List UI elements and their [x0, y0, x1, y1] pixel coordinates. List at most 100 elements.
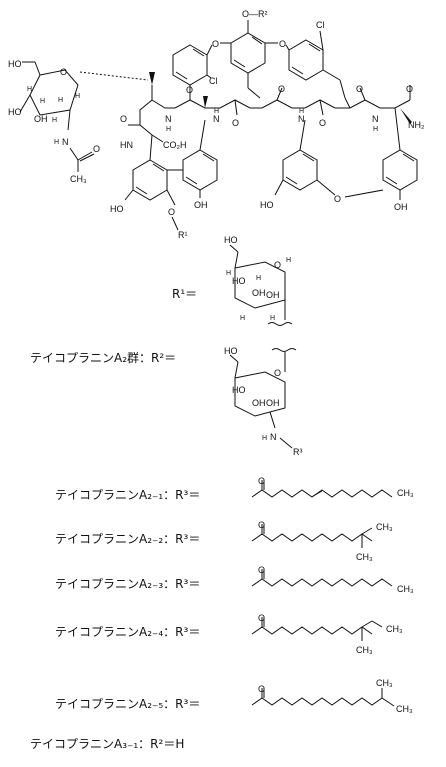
r1-sugar-h3: H	[256, 275, 261, 282]
sugar-h-1: H	[27, 86, 32, 93]
variant-a2-5: テイコプラニンA₂₋₅：R³＝ O CH₃ CH₃	[55, 678, 413, 714]
r2-sugar-o: O	[274, 368, 281, 378]
carbonyl-o-4: O	[406, 84, 413, 94]
cl-top: Cl	[316, 20, 325, 30]
r2-sugar-n: N	[270, 432, 277, 442]
glycosidic-dashed-link	[79, 71, 149, 81]
carbonyl-o-left: O	[120, 114, 127, 124]
r1-sugar-oh2: OH	[266, 290, 280, 300]
amide-h-4: H	[373, 126, 378, 133]
acetyl-ch3: CH₃	[70, 174, 87, 184]
sugar-ho-1: HO	[8, 59, 22, 69]
ether-o-right: O	[279, 39, 286, 49]
variant-a2-1-ch3: CH₃	[397, 488, 414, 498]
amide-n-2: N	[213, 114, 220, 124]
sugar-h-3: H	[58, 97, 63, 104]
wavy-attachment-r2	[271, 348, 297, 352]
acetyl-o: O	[93, 144, 100, 154]
r2-sugar-r3: R³	[293, 447, 303, 457]
aromatic-ring-biphenyl	[182, 149, 218, 191]
aromatic-ring-top	[230, 32, 266, 74]
r2-ether-label: O—R²	[242, 9, 268, 19]
variant-a2-3-ch3: CH₃	[397, 584, 414, 594]
amide-n-1: N	[165, 114, 172, 124]
variant-a2-4: テイコプラニンA₂₋₄：R³＝ O CH₃ CH₃	[55, 613, 403, 655]
r2-sugar-oh: OH	[252, 398, 266, 408]
r1-sugar-h2: H	[240, 315, 245, 322]
variant-a2-2: テイコプラニンA₂₋₂：R³＝ O CH₃ CH₃	[55, 520, 393, 562]
ho-ring-1: HO	[110, 204, 124, 214]
chlorophenyl-ring-left	[172, 44, 208, 86]
variant-a2-4-ch3: CH₃	[386, 624, 403, 634]
r1-sugar-ho2: HO	[232, 276, 246, 286]
variant-a2-2-chain	[251, 533, 373, 542]
hn-chain: HN	[120, 140, 133, 150]
acetyl-h: H	[54, 139, 59, 146]
carbonyl-o-3: O	[356, 84, 363, 94]
sugar-h-5: H	[75, 93, 80, 100]
sugar-oh: OH	[34, 114, 48, 124]
variant-a2-4-branch: CH₃	[356, 645, 373, 655]
variant-a2-2-branch: CH₃	[356, 552, 373, 562]
variant-a2-1: テイコプラニンA₂₋₁：R³＝ O CH₃	[55, 476, 414, 502]
r1-sugar-h4: H	[270, 315, 275, 322]
r1-mannose-sugar: O HO HO OH OH H H H H H	[224, 235, 293, 326]
variant-a2-5-branch: CH₃	[376, 678, 393, 688]
variant-a2-2-label: テイコプラニンA₂₋₂：R³＝	[55, 532, 200, 546]
a2-group-label: テイコプラニンA₂群：R²＝	[30, 351, 176, 365]
variant-a2-2-ch3: CH₃	[376, 522, 393, 532]
sugar-ring-o: O	[60, 67, 67, 77]
core-structure: O—R² O O Cl Cl	[8, 9, 425, 240]
variant-a2-4-label: テイコプラニンA₂₋₄：R³＝	[55, 625, 200, 639]
variant-a2-3-chain	[251, 578, 393, 587]
aromatic-ring-middle	[282, 149, 318, 191]
variant-a2-5-chain	[251, 697, 383, 706]
chlorophenyl-ring-right	[288, 39, 324, 81]
r2-sugar-ho2: HO	[232, 385, 246, 395]
ether-o-r1: O	[168, 207, 175, 217]
carbonyl-o-6: O	[319, 118, 326, 128]
variant-a2-1-label: テイコプラニンA₂₋₁：R³＝	[55, 488, 200, 502]
r2-sugar-oh2: OH	[266, 398, 280, 408]
r1-sugar-ho: HO	[224, 235, 238, 245]
amino-nh2: NH₂	[408, 120, 425, 130]
r1-sugar-h5: H	[286, 257, 291, 264]
r2-glucosamine-sugar: O HO HO OH OH N H R³	[224, 346, 303, 457]
aromatic-ring-right	[382, 149, 418, 191]
amide-n-3: N	[298, 114, 305, 124]
variant-a2-3: テイコプラニンA₂₋₃：R³＝ O CH₃	[55, 565, 414, 594]
aromatic-ring-lower-left	[132, 159, 168, 201]
carbonyl-o-2: O	[278, 84, 285, 94]
peptide-backbone	[151, 99, 411, 109]
acetyl-n: N	[62, 137, 69, 147]
r1-definition-label: R¹＝	[172, 287, 197, 301]
variant-a2-3-label: テイコプラニンA₂₋₃：R³＝	[55, 577, 200, 591]
r1-tag: R¹	[178, 230, 188, 240]
amide-h-3: H	[299, 108, 304, 115]
r2-sugar-ho: HO	[224, 346, 238, 356]
r1-sugar-o: O	[274, 260, 281, 270]
ether-o-left: O	[212, 39, 219, 49]
carbonyl-o-5: O	[232, 118, 239, 128]
variant-a2-1-chain	[251, 489, 393, 498]
co2h-label: CO₂H	[163, 140, 187, 150]
diaryl-ether-o: O	[334, 194, 341, 204]
sugar-h-4: H	[52, 117, 57, 124]
r2-sugar-nh: H	[262, 435, 267, 442]
oh-ring-2: OH	[394, 202, 408, 212]
r1-sugar-oh: OH	[252, 288, 266, 298]
sugar-ho-2: HO	[8, 107, 22, 117]
ho-ring-2: HO	[260, 200, 274, 210]
acetylglucosamine-sugar: O HO HO OH H H H H H N H O CH₃	[8, 59, 100, 184]
variant-a2-5-ch3: CH₃	[396, 704, 413, 714]
carbonyl-o-1: O	[186, 85, 193, 95]
r1-sugar-h1: H	[226, 270, 231, 277]
variant-a2-5-label: テイコプラニンA₂₋₅：R³＝	[55, 697, 200, 711]
variant-a2-4-chain	[251, 626, 373, 635]
oh-ring-1: OH	[194, 200, 208, 210]
amide-n-4: N	[372, 114, 379, 124]
amide-h-1: H	[166, 126, 171, 133]
amide-h-2: H	[214, 108, 219, 115]
a3-1-label: テイコプラニンA₃₋₁：R²＝H	[30, 737, 184, 751]
